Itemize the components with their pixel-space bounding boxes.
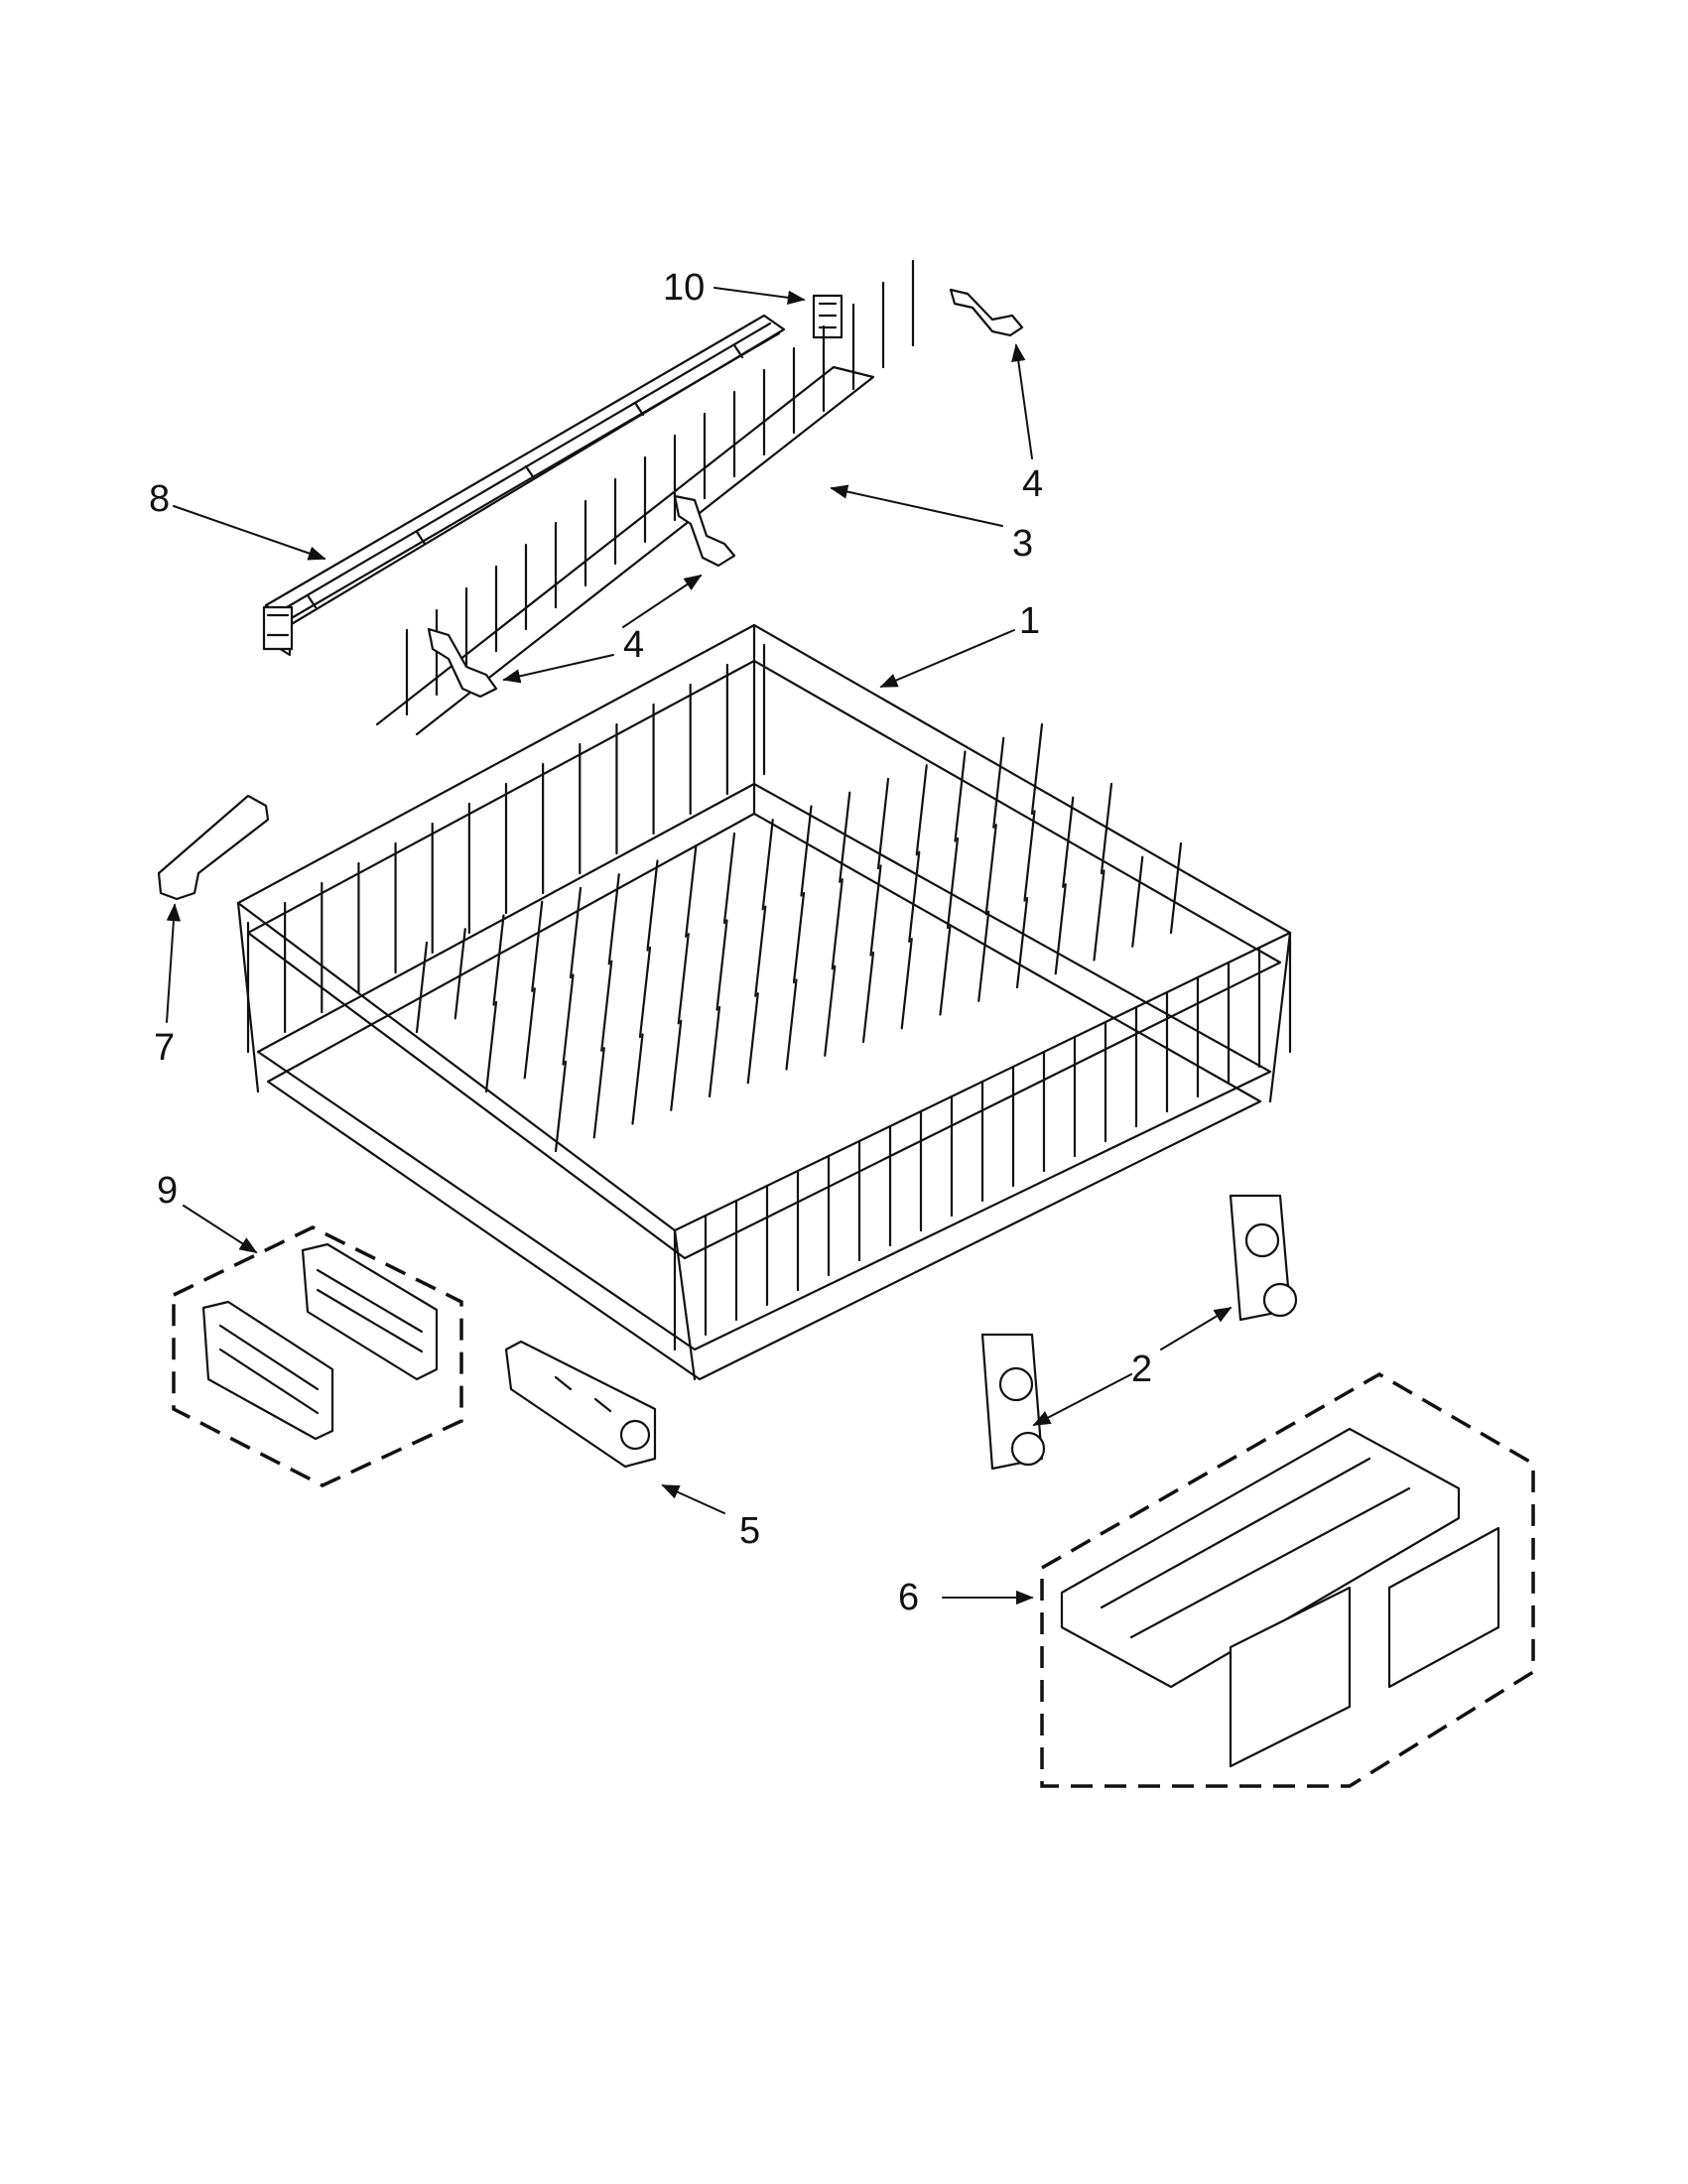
part-8-rail: [262, 314, 786, 657]
part-7-lever: [157, 794, 270, 901]
callout-4-top: 4: [1022, 463, 1043, 505]
part-1-rack: [236, 623, 1292, 1381]
callout-6: 6: [898, 1577, 919, 1618]
callout-2: 2: [1131, 1349, 1152, 1390]
callout-1: 1: [1019, 600, 1040, 642]
callout-9: 9: [157, 1170, 178, 1212]
part-5-bracket: [504, 1340, 657, 1469]
callout-labels: 10 4 3 8 4 1 7 9 2 5 6: [149, 267, 1152, 1618]
part-9-handle-kit: [172, 1225, 463, 1487]
part-2-adjuster-left: [980, 1333, 1046, 1471]
part-2-adjuster-right: [1229, 1194, 1298, 1322]
leader-lines: [166, 287, 1233, 1606]
callout-5: 5: [739, 1510, 760, 1552]
callout-8: 8: [149, 478, 170, 520]
part-4-clip-lower: [427, 627, 498, 699]
part-4-clip-middle: [673, 494, 736, 568]
part-3-tine-row: [375, 259, 915, 736]
callout-7: 7: [154, 1027, 175, 1069]
callout-3: 3: [1012, 523, 1033, 565]
part-10-clip: [812, 294, 844, 339]
part-4-clip-top: [949, 288, 1024, 337]
part-6-carriage-kit: [1040, 1371, 1535, 1788]
callout-4-middle: 4: [623, 624, 644, 666]
callout-10: 10: [663, 267, 705, 309]
